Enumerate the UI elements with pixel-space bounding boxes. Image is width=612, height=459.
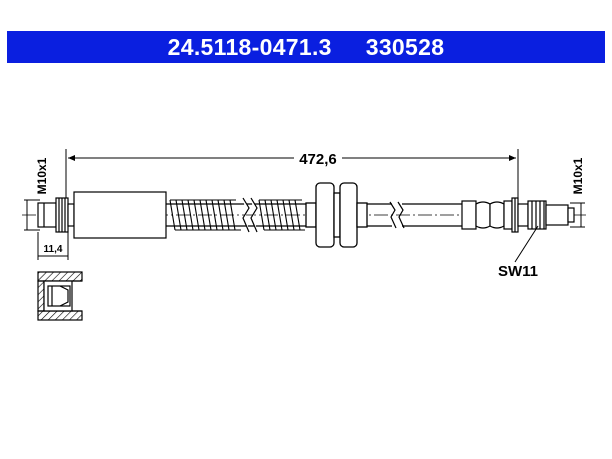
left-thread-dimension: M10x1 [24, 157, 49, 231]
right-thread-label: M10x1 [571, 157, 585, 194]
break-mark-right [389, 201, 405, 229]
length-label: 472,6 [299, 151, 337, 168]
part-number: 24.5118-0471.3 [167, 33, 332, 60]
wrench-size-label: SW11 [498, 263, 538, 280]
left-width-label: 11,4 [44, 244, 63, 255]
mounting-bracket [305, 182, 368, 248]
title-bar: 24.5118-0471.3 330528 [7, 31, 605, 63]
spring-guard-right [258, 199, 305, 231]
hose-left-section [166, 203, 316, 227]
hose-right-section [367, 203, 462, 227]
length-dimension: 472,6 [65, 149, 519, 200]
left-fitting [37, 191, 167, 239]
left-thread-label: M10x1 [35, 157, 49, 194]
wrench-size-annotation: SW11 [498, 225, 539, 280]
break-mark-left [242, 197, 258, 233]
spring-guard-left [169, 199, 241, 231]
right-thread-dimension: M10x1 [570, 157, 585, 228]
left-width-dimension: 11,4 [37, 232, 69, 260]
right-fitting [461, 197, 575, 233]
cross-section-detail [37, 271, 83, 321]
reference-number: 330528 [365, 33, 445, 60]
